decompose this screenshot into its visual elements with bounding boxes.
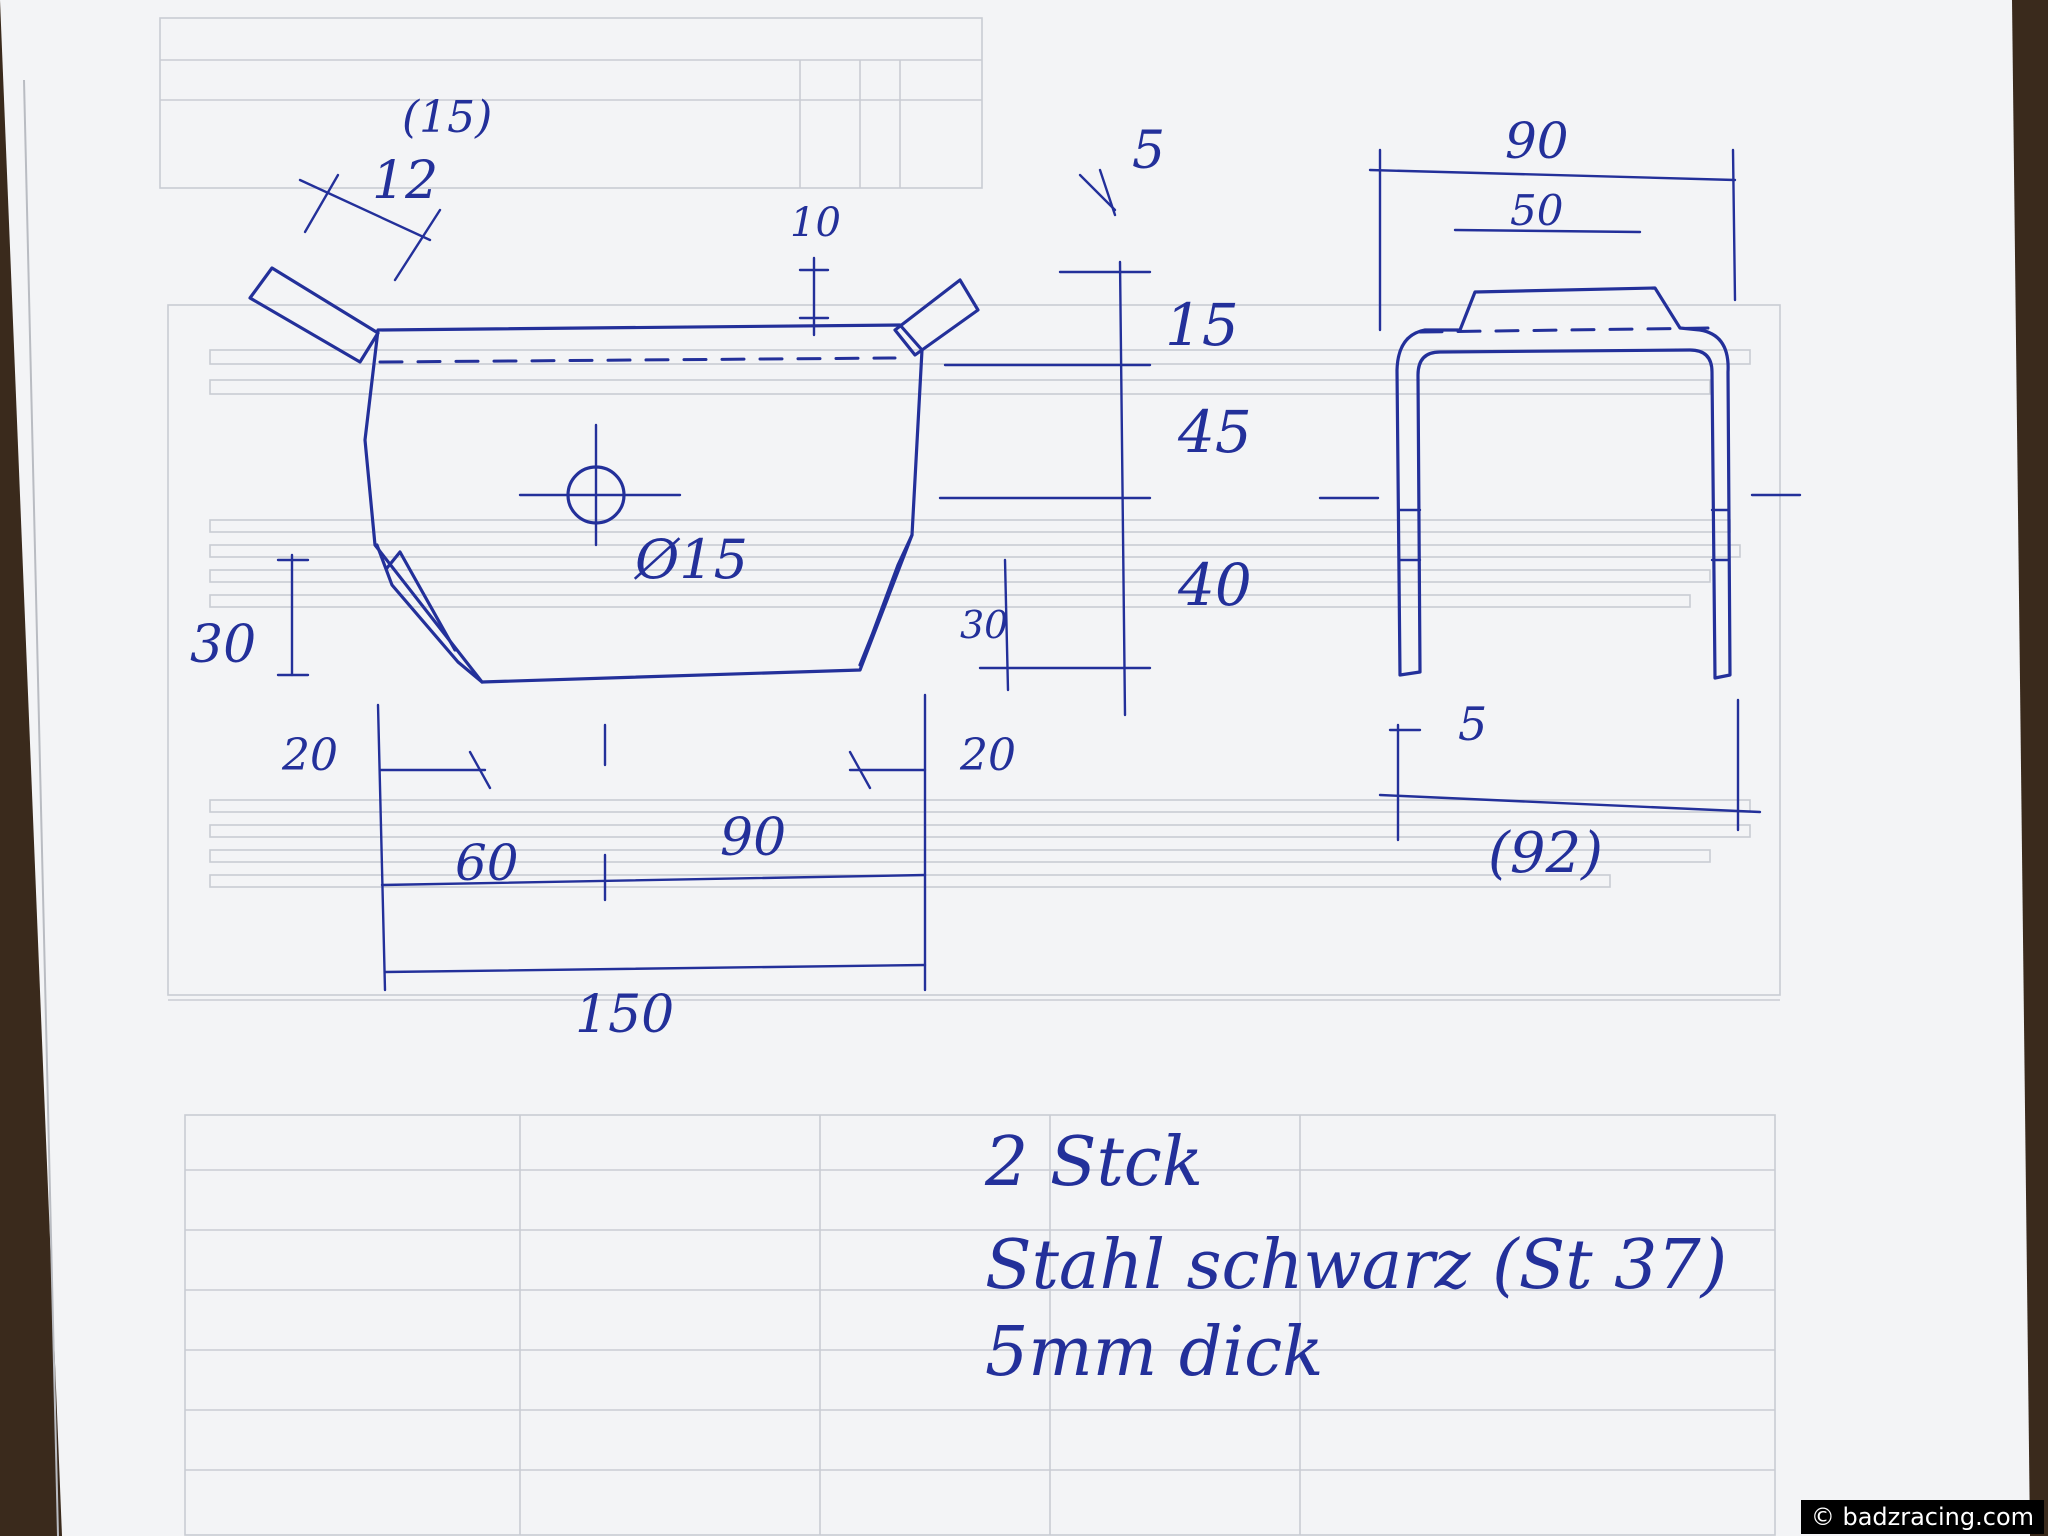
chamfer-left-hatch-2 — [385, 550, 457, 652]
label-height-30: 30 — [960, 603, 1008, 647]
label-side-width-90: 90 — [1505, 112, 1569, 170]
label-height-15: 15 — [1165, 291, 1239, 359]
label-height-5-top: 5 — [1132, 121, 1165, 181]
bracket-profile — [1395, 286, 1732, 680]
height-dimensions — [938, 168, 1152, 717]
chamfer-right-hatch — [858, 533, 914, 667]
side-bend-line — [1418, 326, 1714, 334]
label-width-20-right: 20 — [959, 730, 1016, 781]
note-quantity: 2 Stck — [984, 1123, 1203, 1202]
label-chamfer-left: 30 — [190, 615, 256, 675]
paper-fold — [23, 79, 59, 1536]
label-side-width-50: 50 — [1510, 186, 1563, 235]
label-width-60: 60 — [455, 834, 519, 892]
label-side-thickness-5: 5 — [1458, 697, 1487, 751]
plate-outline — [363, 323, 924, 684]
label-width-20-left: 20 — [281, 730, 338, 781]
label-side-width-92: (92) — [1488, 821, 1603, 886]
side-view-bracket — [1318, 286, 1802, 680]
side-view-dimensions — [1368, 148, 1762, 842]
label-tab-width: 12 — [372, 151, 438, 211]
label-height-40: 40 — [1177, 551, 1252, 619]
label-height-45: 45 — [1177, 398, 1252, 466]
label-hole-diameter: Ø15 — [633, 528, 748, 591]
front-view-dimensions — [276, 173, 927, 992]
plate-bend-line — [378, 356, 897, 364]
label-width-150: 150 — [575, 985, 674, 1045]
note-thickness: 5mm dick — [985, 1313, 1323, 1392]
label-tab-height: 10 — [790, 200, 841, 246]
chamfer-left-hatch — [375, 543, 484, 684]
label-angle-fold: (15) — [402, 92, 492, 143]
note-material: Stahl schwarz (St 37) — [985, 1226, 1727, 1305]
front-view-plate — [248, 266, 980, 684]
right-tab — [893, 278, 980, 357]
printed-form-background — [159, 17, 1781, 1536]
left-tab — [248, 266, 380, 364]
label-width-90: 90 — [720, 808, 786, 868]
watermark: © badzracing.com — [1800, 1500, 2044, 1534]
